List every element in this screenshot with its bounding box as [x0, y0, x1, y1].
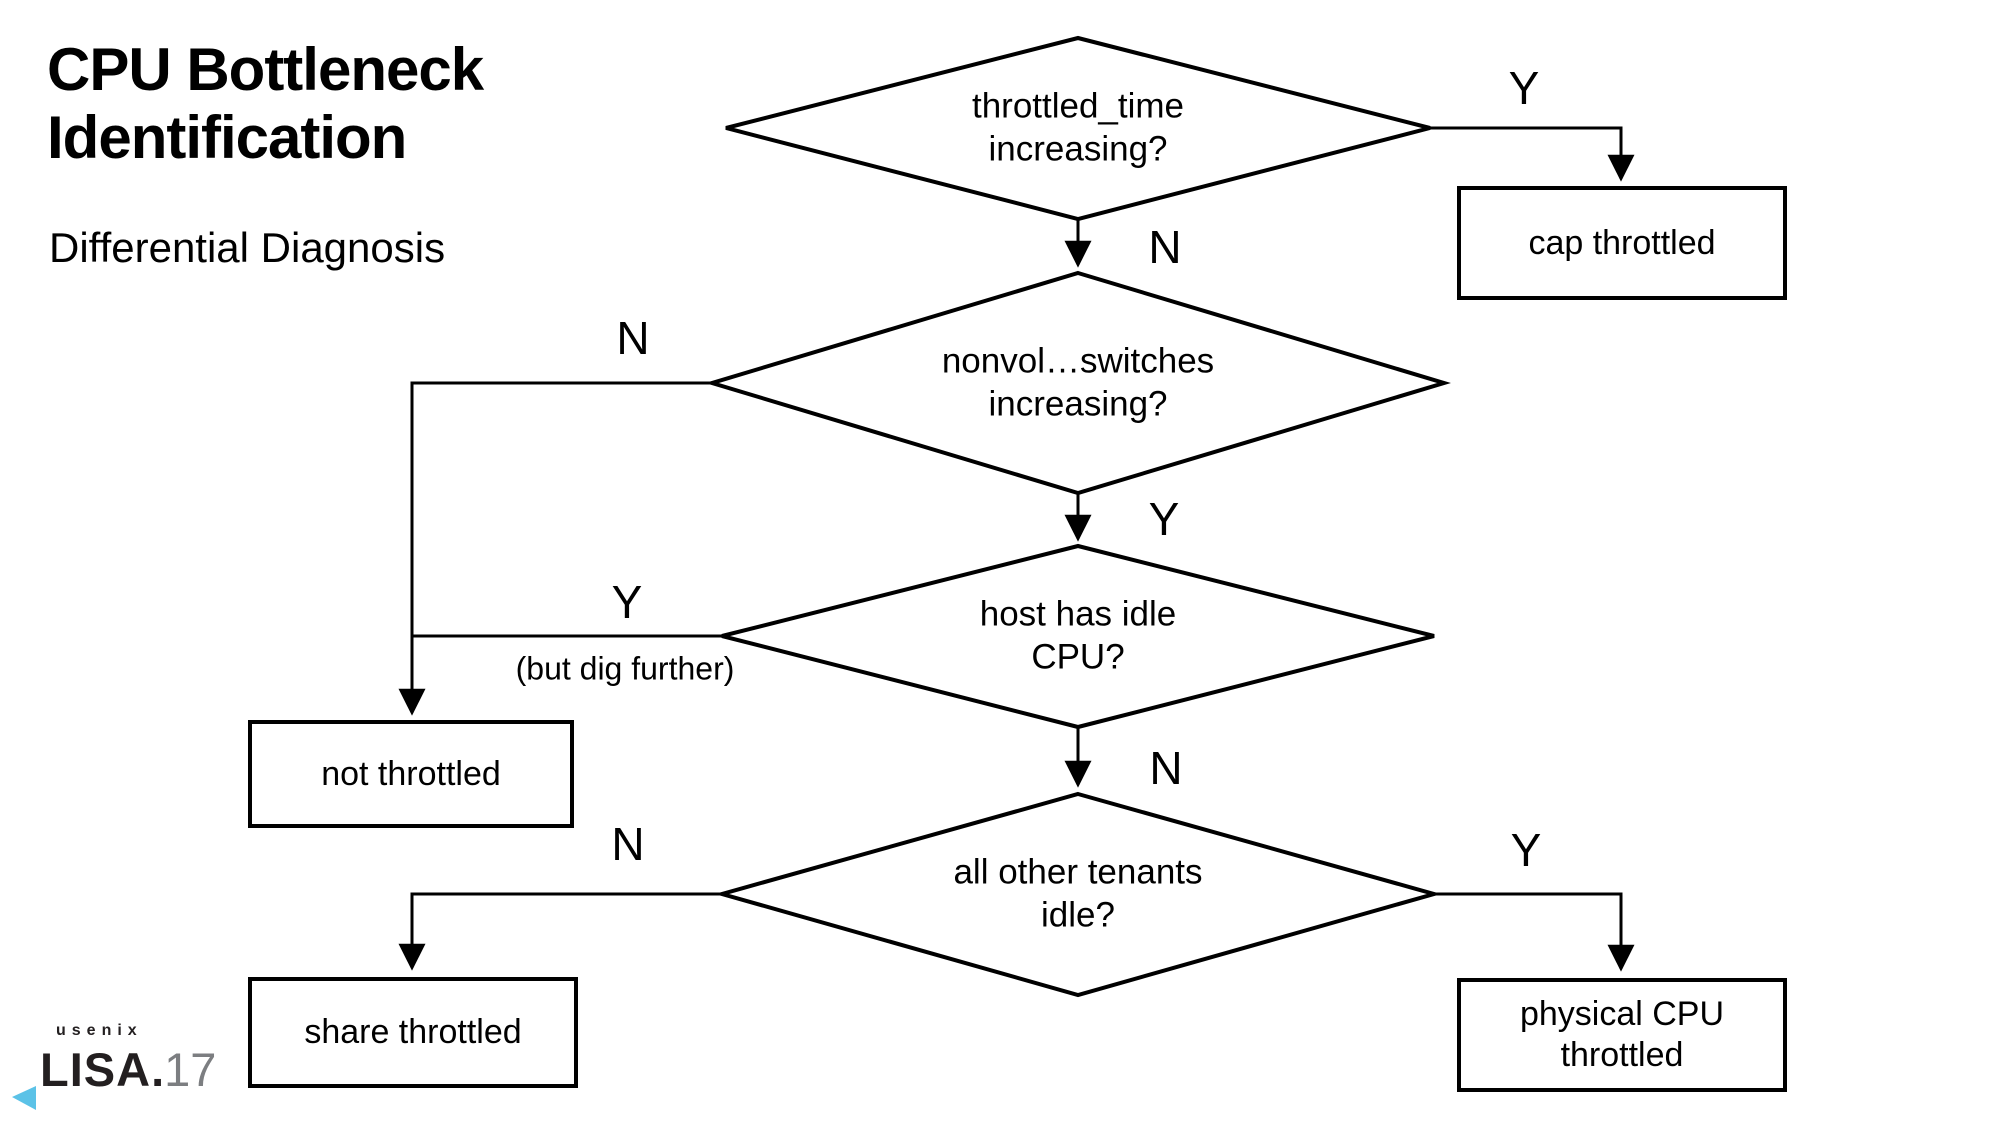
outcome-box-physical-cpu-throttled: physical CPU throttled — [1457, 978, 1787, 1092]
logo-org-text: usenix — [56, 1022, 143, 1039]
decision-nonvol-switches-diamond — [705, 270, 1451, 496]
edge-label-d4-yes: Y — [1510, 824, 1542, 876]
outcome-box-not-throttled: not throttled — [248, 720, 574, 828]
outcome-label-physical-cpu-throttled: physical CPU throttled — [1519, 995, 1725, 1074]
edge-label-d3-yes: Y — [611, 576, 643, 628]
outcome-box-share-throttled: share throttled — [248, 977, 578, 1088]
outcome-label-not-throttled: not throttled — [321, 754, 501, 793]
decision-label-other-tenants-idle: all other tenants idle? — [953, 852, 1203, 934]
slide-subtitle: Differential Diagnosis — [49, 224, 446, 271]
edge-label-d3-no: N — [1149, 742, 1183, 794]
edge-label-d1-no: N — [1148, 221, 1182, 273]
logo-separator-dot: . — [151, 1043, 165, 1096]
edge-label-d2-no: N — [616, 312, 650, 364]
edge-d1-yes-connector — [1430, 126, 1635, 182]
outcome-label-share-throttled: share throttled — [304, 1013, 522, 1052]
decision-label-throttled-time: throttled_time increasing? — [971, 86, 1185, 168]
outcome-label-cap-throttled: cap throttled — [1528, 223, 1716, 262]
decision-throttled-time-diamond — [725, 35, 1431, 222]
logo-main-text: LISA . 17 — [40, 1042, 216, 1097]
usenix-lisa17-logo: usenix LISA . 17 — [40, 1022, 216, 1097]
edge-label-d3-yes-note: (but dig further) — [515, 650, 735, 687]
logo-year-text: 17 — [164, 1043, 217, 1096]
logo-event-text: LISA — [40, 1043, 152, 1096]
edge-label-d1-yes: Y — [1508, 62, 1540, 114]
logo-accent-flag — [12, 1086, 36, 1110]
edge-d4-no-connector — [398, 892, 722, 971]
outcome-box-cap-throttled: cap throttled — [1457, 186, 1787, 300]
slide-title: CPU Bottleneck Identification — [47, 36, 484, 171]
decision-other-tenants-idle-diamond — [714, 791, 1442, 998]
decision-label-host-idle-cpu: host has idle CPU? — [979, 594, 1177, 676]
edge-label-d4-no: N — [611, 818, 645, 870]
edge-d2-no-connector — [398, 381, 712, 716]
edge-d4-yes-connector — [1434, 892, 1635, 972]
decision-host-idle-cpu-diamond — [721, 543, 1435, 730]
edge-label-d2-yes: Y — [1148, 493, 1180, 545]
decision-label-nonvol-switches: nonvol…switches increasing? — [941, 341, 1215, 423]
